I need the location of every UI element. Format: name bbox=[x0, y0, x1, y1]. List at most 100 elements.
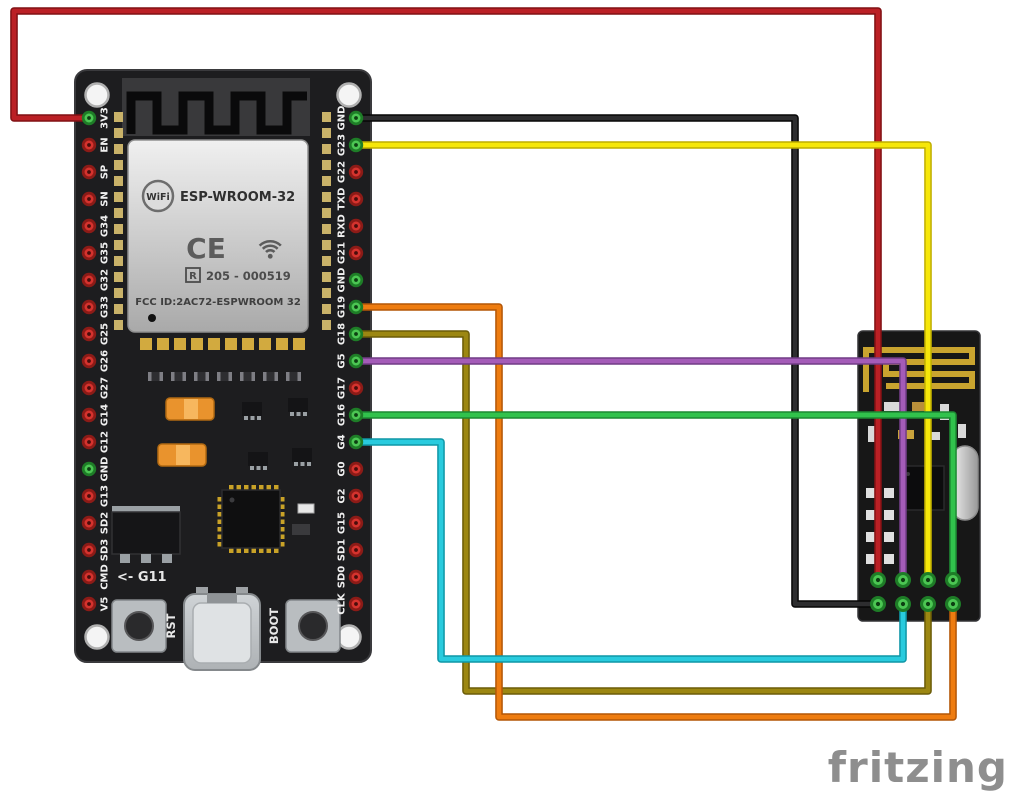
solder-pad bbox=[114, 320, 123, 330]
solder-pad bbox=[322, 112, 331, 122]
wire-cyan[interactable] bbox=[353, 439, 906, 662]
pin-label-right-RXD: RXD bbox=[337, 214, 348, 238]
smd-component bbox=[868, 426, 877, 442]
pin-label-right-G4: G4 bbox=[337, 434, 348, 449]
pin-label-left-SN: SN bbox=[100, 191, 111, 207]
solder-pads bbox=[114, 112, 331, 470]
mounting-hole bbox=[336, 624, 362, 650]
pin-label-right-G16: G16 bbox=[337, 404, 348, 426]
fcc-label: FCC ID:2AC72-ESPWROOM 32 bbox=[135, 297, 301, 308]
boot-button-cap[interactable] bbox=[298, 611, 328, 641]
pin-label-left-G27: G27 bbox=[100, 377, 111, 399]
pin-label-right-G2: G2 bbox=[337, 488, 348, 503]
module-model-label: ESP-WROOM-32 bbox=[180, 190, 295, 205]
mounting-hole bbox=[84, 624, 110, 650]
pin-label-left-G32: G32 bbox=[100, 269, 111, 291]
through-hole-pad bbox=[884, 510, 894, 520]
solder-pad bbox=[322, 224, 331, 234]
wire-red[interactable] bbox=[11, 8, 881, 583]
through-hole-pad bbox=[866, 488, 876, 498]
rst-label: RST bbox=[164, 613, 178, 638]
esp32-board[interactable]: c WiFi ESP-WROOM-32 CE R 205 - 000519 FC… bbox=[74, 69, 372, 671]
pin-label-left-CMD: CMD bbox=[100, 564, 111, 590]
wire-green[interactable] bbox=[353, 412, 956, 583]
solder-pad bbox=[114, 160, 123, 170]
rst-button-cap[interactable] bbox=[124, 611, 154, 641]
pin-label-left-G12: G12 bbox=[100, 431, 111, 453]
esp-wroom-32-shield: WiFi ESP-WROOM-32 CE R 205 - 000519 FCC … bbox=[127, 139, 309, 333]
pin-label-right-GND: GND bbox=[337, 106, 348, 131]
nrf-components bbox=[866, 402, 979, 564]
pin-label-left-G35: G35 bbox=[100, 242, 111, 264]
wire-cyan-outline bbox=[352, 438, 907, 663]
solder-pad bbox=[242, 338, 254, 350]
pin-label-left-G34: G34 bbox=[100, 215, 111, 237]
smd-component bbox=[912, 402, 928, 411]
pin-label-right-SD0: SD0 bbox=[337, 566, 348, 589]
solder-pad bbox=[322, 320, 331, 330]
pin-label-right-CLK: CLK bbox=[337, 592, 348, 615]
solder-pad bbox=[114, 112, 123, 122]
solder-pad bbox=[322, 304, 331, 314]
solder-pad bbox=[114, 144, 123, 154]
pin-label-right-SD1: SD1 bbox=[337, 539, 348, 562]
wire-olive[interactable] bbox=[353, 331, 931, 694]
solder-pad bbox=[114, 176, 123, 186]
wire-purple[interactable] bbox=[353, 358, 906, 583]
pin-label-left-G25: G25 bbox=[100, 323, 111, 345]
smd-component bbox=[928, 432, 940, 440]
solder-pad bbox=[322, 192, 331, 202]
through-hole-pad bbox=[884, 554, 894, 564]
pin-label-left-SD3: SD3 bbox=[100, 539, 111, 562]
voltage-regulator bbox=[111, 511, 181, 555]
wifi-logo-icon bbox=[141, 179, 175, 213]
solder-pad bbox=[114, 208, 123, 218]
wire-orange[interactable] bbox=[353, 304, 956, 720]
solder-pad bbox=[259, 338, 271, 350]
r-box-icon bbox=[185, 267, 201, 283]
pin-label-right-G5: G5 bbox=[337, 353, 348, 368]
mounting-hole bbox=[84, 82, 110, 108]
solder-pad bbox=[140, 338, 152, 350]
solder-pad bbox=[114, 256, 123, 266]
mounting-hole bbox=[336, 82, 362, 108]
nrf24l01-pins bbox=[870, 572, 961, 612]
solder-pad bbox=[114, 240, 123, 250]
led bbox=[297, 503, 315, 514]
shield-can bbox=[127, 139, 309, 333]
solder-pad bbox=[114, 192, 123, 202]
ce-mark: CE bbox=[186, 232, 226, 265]
wires-layer bbox=[10, 7, 957, 721]
solder-pad bbox=[322, 128, 331, 138]
pin-label-right-G0: G0 bbox=[337, 461, 348, 476]
transistor bbox=[292, 448, 312, 462]
solder-pad bbox=[114, 128, 123, 138]
solder-pad bbox=[322, 144, 331, 154]
solder-pad bbox=[114, 288, 123, 298]
pin-label-right-G23: G23 bbox=[337, 134, 348, 156]
pin-label-right-G22: G22 bbox=[337, 161, 348, 183]
pin-label-right-G15: G15 bbox=[337, 512, 348, 534]
through-hole-pad bbox=[866, 554, 876, 564]
boot-label: BOOT bbox=[267, 608, 281, 644]
solder-pad bbox=[322, 256, 331, 266]
solder-pad bbox=[191, 338, 203, 350]
antenna-trace bbox=[126, 91, 307, 135]
pin-label-left-G13: G13 bbox=[100, 485, 111, 507]
pin-label-right-G21: G21 bbox=[337, 242, 348, 264]
wifi-signal-icon bbox=[258, 239, 282, 259]
wifi-logo-text: WiFi bbox=[146, 192, 169, 203]
wire-yellow[interactable] bbox=[353, 142, 931, 583]
smd-component bbox=[884, 402, 900, 411]
pin-label-left-V5: V5 bbox=[100, 597, 111, 612]
micro-usb-connector bbox=[183, 587, 261, 671]
pin-label-left-EN: EN bbox=[100, 137, 111, 152]
r-box-letter: R bbox=[189, 271, 197, 282]
pin-label-left-G26: G26 bbox=[100, 350, 111, 372]
esp-components bbox=[111, 397, 315, 563]
ic-pin1-dot bbox=[229, 497, 235, 503]
pin-label-right-G18: G18 bbox=[337, 323, 348, 345]
pin-label-left-SP: SP bbox=[100, 165, 111, 180]
